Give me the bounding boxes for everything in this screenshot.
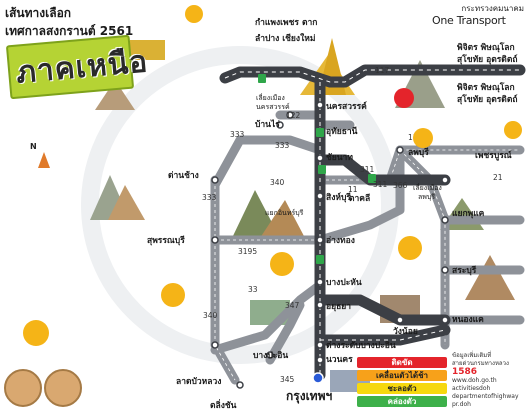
route-11-label-a: 11 [348, 185, 358, 194]
place-suphanburi: สุพรรณบุรี [147, 235, 185, 246]
org-name-small: กระทรวงคมนาคม [461, 4, 524, 13]
org-name-big: One Transport [432, 14, 506, 27]
route-340-label-b: 340 [203, 311, 218, 320]
place-kamphaeng-tak: กำแพงเพชร ตาก [255, 17, 317, 28]
place-bypass-nakhonsawan: เลี่ยงเมือง [256, 93, 285, 102]
place-uthaithani: อุทัยธานี [326, 126, 358, 137]
place-saraburi: สระบุรี [452, 265, 477, 276]
place-phetchabun: เพชรบูรณ์ [475, 150, 512, 161]
legend-slow: เคลื่อนตัวได้ช้า [357, 370, 447, 381]
route-366-label: 366 [393, 181, 408, 190]
info-line[interactable]: pr.doh [452, 401, 471, 408]
place-lad-bua-luang: ลาดบัวหลวง [176, 376, 221, 387]
place-bypass-lopburi-2: ลพบุรี [418, 193, 435, 201]
route-345-label: 345 [280, 375, 295, 384]
route-117-label: 117 [375, 66, 390, 75]
legend-flowing: คล่องตัว [357, 396, 447, 407]
legend-congested: ติดขัด [357, 357, 447, 368]
place-tangradab: ต่างระดับบางปะอิน [326, 340, 396, 351]
bangkok-pin-icon [312, 372, 324, 384]
place-angthong: อ่างทอง [326, 235, 355, 246]
place-mueang-inburi: แยกอินทร์บุรี [265, 209, 304, 217]
place-banrai: บ้านไร่ [255, 119, 280, 130]
mascot-decoration [23, 5, 522, 346]
route-347-label: 347 [285, 301, 300, 310]
place-phichit-2: พิจิตร พิษณุโลก [457, 82, 515, 93]
route-122-label: 122 [286, 111, 301, 120]
title-line-1: เส้นทางเลือก [5, 6, 72, 20]
place-bangkok: กรุงเทพฯ [286, 389, 332, 404]
route-311-label-b: 311 [373, 180, 388, 189]
place-sukhothai-1: สุโขทัย อุตรดิตถ์ [457, 54, 517, 65]
info-facebook[interactable]: activitiesdoh [452, 385, 491, 392]
place-dan-chang: ด่านช้าง [168, 170, 199, 181]
info-heading: ข้อมูลเพิ่มเติมที่ [452, 352, 492, 359]
compass-label: N [30, 142, 37, 151]
route-11-label-b: 11 [408, 133, 418, 142]
watermark-seal [81, 46, 399, 364]
place-nakhonsawan: นครสวรรค์ [326, 101, 367, 112]
info-box: ข้อมูลเพิ่มเติมที่ สายด่วนกรมทางหลวง 158… [452, 352, 525, 412]
place-lampang-chiangmai: ลำปาง เชียงใหม่ [255, 33, 315, 44]
place-takhli: ตาคลี [349, 193, 370, 204]
compass-icon [38, 152, 50, 168]
place-wang-noi: วังน้อย [393, 326, 418, 337]
place-bang-pa-in: บางปะอิน [253, 350, 288, 361]
place-bypass-nakhonsawan-2: นครสวรรค์ [256, 103, 290, 111]
route-33-label: 33 [248, 285, 258, 294]
place-sukhothai-2: สุโขทัย อุตรดิตถ์ [457, 94, 517, 105]
legend-smooth: ชะลอตัว [357, 383, 447, 394]
info-hotline: 1586 [452, 367, 478, 377]
place-navanakorn: นวนคร [326, 355, 353, 365]
coin-icon [44, 369, 82, 407]
place-bang-pahan: บางปะหัน [326, 277, 362, 288]
route-21-label: 21 [493, 173, 503, 182]
route-3195-label: 3195 [238, 247, 257, 256]
coin-icon [4, 369, 42, 407]
route-333-label-b: 333 [275, 141, 290, 150]
info-twitter[interactable]: departmentofhighway [452, 393, 519, 400]
place-bypass-lopburi: เลี่ยงเมือง [413, 183, 442, 192]
route-340-label-a: 340 [270, 178, 285, 187]
route-333-label-c: 333 [202, 193, 217, 202]
title-line-2: เทศกาลสงกรานต์ 2561 [5, 24, 134, 38]
place-taling-chan: ตลิ่งชัน [210, 398, 237, 411]
route-311-label-a: 311 [360, 165, 375, 174]
info-website[interactable]: www.doh.go.th [452, 377, 497, 384]
place-phichit-1: พิจิตร พิษณุโลก [457, 42, 515, 53]
info-hotline-label: สายด่วนกรมทางหลวง 1586 [452, 360, 509, 377]
route-333-label-a: 333 [230, 130, 245, 139]
place-saraburi-junction: แยกพุแค [452, 209, 485, 219]
place-nong-khae: หนองแค [452, 315, 484, 325]
place-chainat: ชัยนาท [326, 152, 353, 163]
place-sing-buri: สิงห์บุรี [326, 192, 351, 203]
place-ayutthaya: อยุธยา [326, 302, 351, 312]
place-lopburi: ลพบุรี [408, 147, 429, 158]
route-shield-icons [258, 74, 376, 264]
